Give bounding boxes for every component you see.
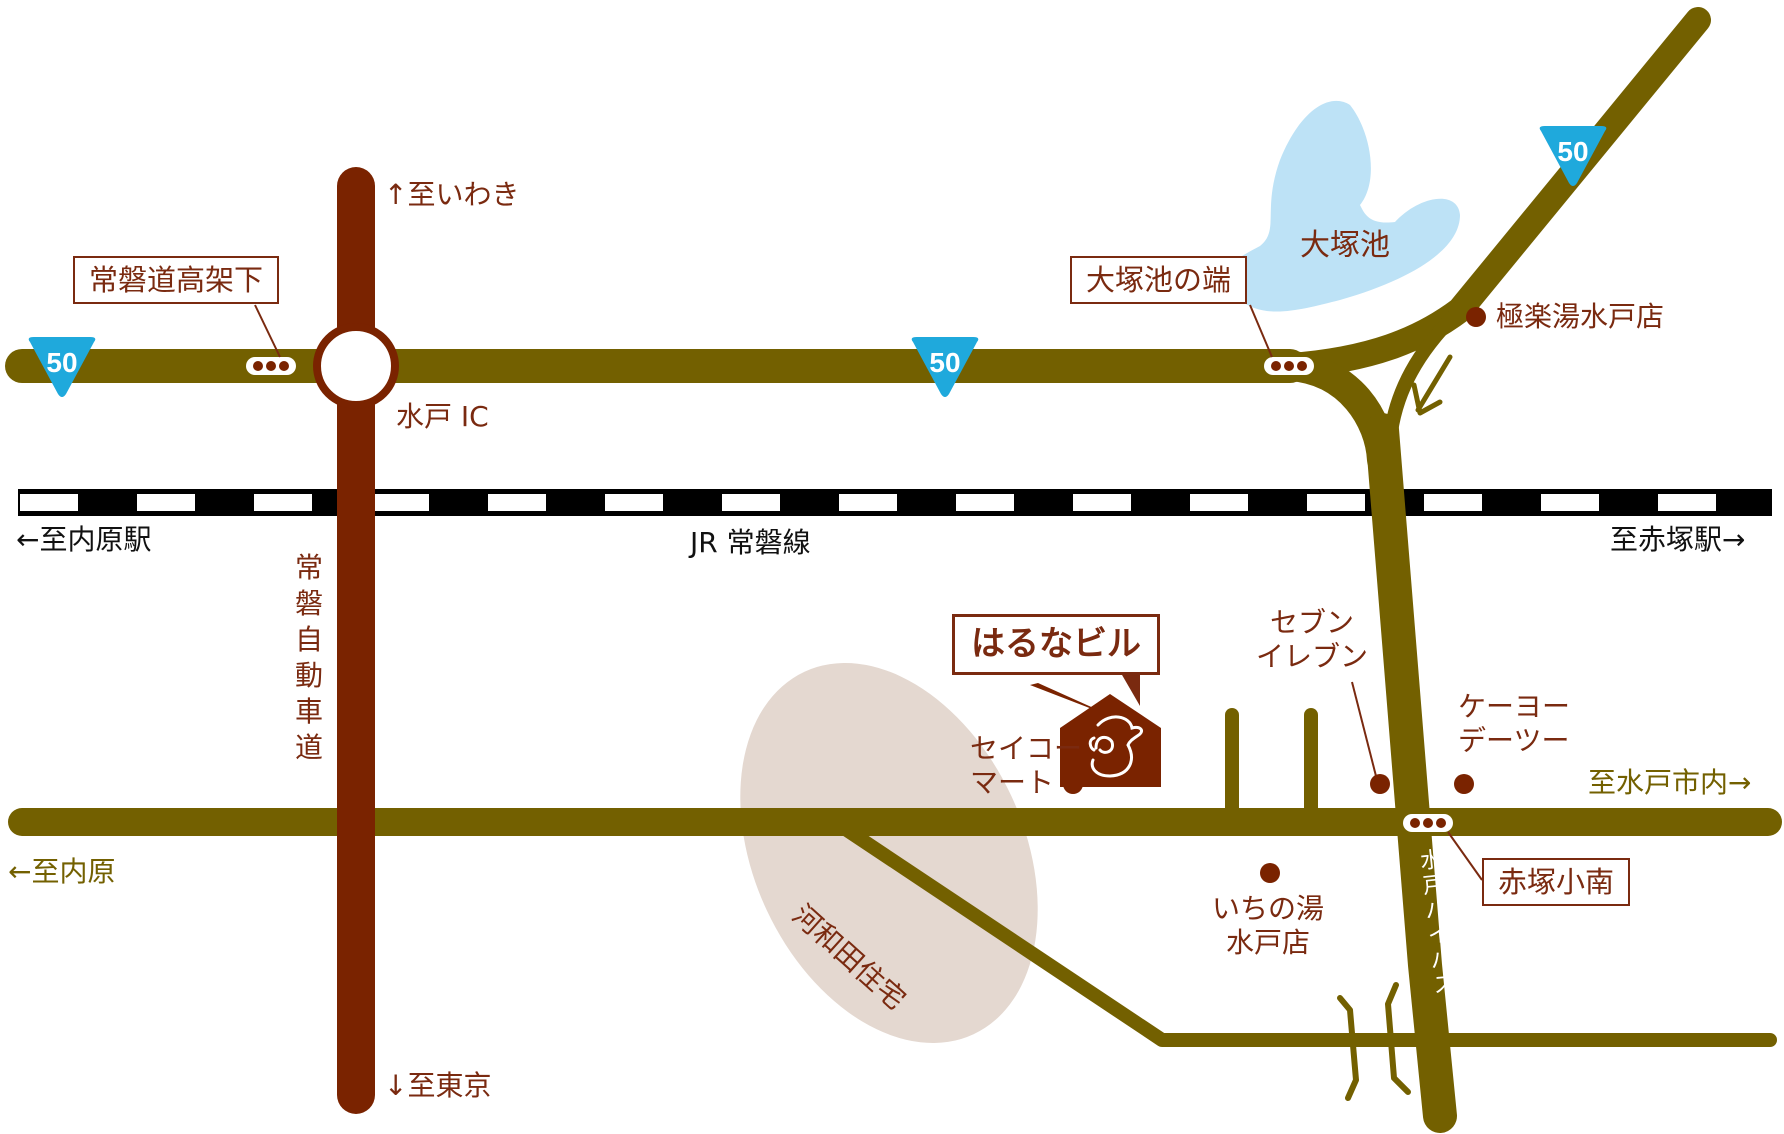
joban-expressway-label: 常 磐 自 動 車 道	[294, 551, 323, 764]
ichinoyu-dot	[1260, 863, 1280, 883]
mito-bypass	[1365, 413, 1457, 1133]
rail-dash	[839, 494, 897, 511]
rail-dash	[20, 494, 78, 511]
rail-dash	[605, 494, 663, 511]
haruna-building-house-icon[interactable]	[1030, 683, 1161, 787]
logo-icon	[1088, 715, 1144, 778]
keiyo-dot	[1454, 774, 1474, 794]
route-50-sign-icon: 50	[1539, 126, 1607, 186]
signal-label-otsuka-pond-edge: 大塚池の端	[1070, 256, 1248, 305]
callout-pointer	[1118, 668, 1140, 706]
leader-akatsuka-south	[1447, 831, 1483, 881]
diagonal-road	[828, 815, 1777, 1047]
ramp-arrow-head	[1411, 382, 1443, 416]
direction-tokyo: ↓至東京	[384, 1069, 492, 1102]
route-50-sign-icon: 50	[911, 337, 979, 397]
route-number: 50	[1557, 136, 1588, 167]
bridge-mark-right	[1385, 982, 1411, 1095]
rail-dash	[1307, 494, 1365, 511]
rail-dash	[488, 494, 546, 511]
keiyo-d2-label: ケーヨー デーツー	[1458, 690, 1571, 757]
leader-otsuka-pond-edge	[1249, 304, 1273, 358]
rail-dash	[1190, 494, 1248, 511]
rail-dash	[254, 494, 312, 511]
rail-dash	[1541, 494, 1599, 511]
signal-otsuka-pond-edge	[1264, 357, 1314, 375]
otsuka-pond	[1230, 100, 1460, 312]
bridge-mark-left	[1337, 995, 1359, 1101]
route-number: 50	[46, 347, 77, 378]
signal-label-joban-overpass: 常磐道高架下	[73, 256, 280, 305]
otsuka-pond-label: 大塚池	[1300, 228, 1390, 263]
direction-akatsuka-station: 至赤塚駅→	[1610, 523, 1746, 556]
route-50-sign-icon: 50	[28, 337, 96, 397]
ramp-direction-arrow	[1415, 354, 1453, 413]
seven-eleven-dot	[1370, 774, 1390, 794]
rail-dash	[371, 494, 429, 511]
rail-dash	[1424, 494, 1482, 511]
rail-dash	[956, 494, 1014, 511]
signal-akatsuka-south	[1403, 814, 1453, 832]
direction-iwaki: ↑至いわき	[384, 178, 520, 211]
haruna-building-label[interactable]: はるなビル	[952, 614, 1160, 675]
route-number: 50	[929, 347, 960, 378]
direction-mito-city: 至水戸市内→	[1588, 766, 1752, 799]
signal-joban-overpass	[246, 357, 296, 375]
leader-seven-eleven	[1351, 681, 1378, 781]
ichinoyu-label: いちの湯 水戸店	[1212, 892, 1325, 959]
direction-uchihara: ←至内原	[8, 855, 116, 888]
rail-dash	[137, 494, 195, 511]
seven-eleven-label: セブン イレブン	[1256, 606, 1369, 673]
rail-dash	[1073, 494, 1131, 511]
rail-dash	[722, 494, 780, 511]
gokurakuyu-label: 極楽湯水戸店	[1496, 300, 1665, 333]
jr-joban-line-label: JR 常磐線	[690, 526, 811, 559]
jr-joban-line	[18, 489, 1772, 516]
gokurakuyu-dot	[1466, 307, 1486, 327]
mito-ic-label: 水戸 IC	[396, 400, 489, 433]
mito-ic-circle	[313, 323, 399, 409]
signal-label-akatsuka-south: 赤塚小南	[1482, 858, 1631, 907]
rail-dash	[1658, 494, 1716, 511]
leader-joban-overpass	[254, 304, 281, 358]
direction-uchihara-station: ←至内原駅	[16, 523, 152, 556]
seicomart-label: セイコー マート	[970, 732, 1083, 799]
